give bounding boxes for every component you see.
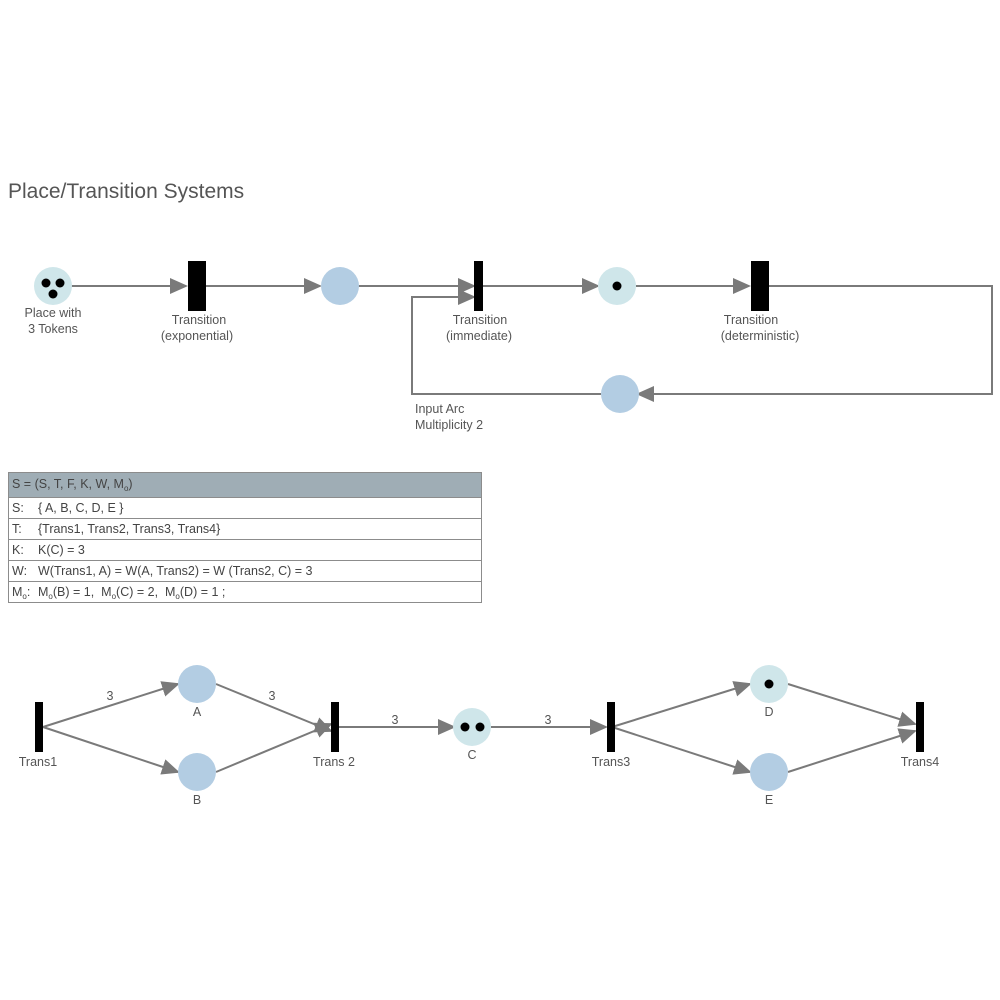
marking-part-b: Mo(B) = 1, <box>38 585 102 601</box>
exponential-label-line2: (exponential) <box>161 329 233 343</box>
definition-row-w: W: W(Trans1, A) = W(A, Trans2) = W (Trans… <box>9 560 481 581</box>
token <box>764 679 774 689</box>
label-place-e: E <box>765 793 773 807</box>
page-title: Place/Transition Systems <box>8 180 245 203</box>
input-arc-label-line1: Input Arc <box>415 402 464 416</box>
legend-net <box>71 278 993 402</box>
row-key: T: <box>12 522 22 536</box>
label-place-d: D <box>764 705 773 719</box>
arc-trans1-to-b <box>42 726 180 775</box>
token <box>475 722 485 732</box>
transition-deterministic <box>751 261 769 311</box>
legend-labels: Place with 3 Tokens Transition (exponent… <box>25 306 800 432</box>
arc-trans3-to-d <box>611 681 752 728</box>
label-trans3: Trans3 <box>592 755 630 769</box>
immediate-label-line1: Transition <box>453 313 507 327</box>
definition-row-k: K: K(C) = 3 <box>9 539 481 560</box>
example-net-arcs <box>42 681 917 775</box>
example-net-nodes <box>35 665 924 791</box>
definition-row-marking: Mo: Mo(B) = 1, Mo(C) = 2, Mo(D) = 1 ; <box>9 581 481 602</box>
arc-weight-a-trans2: 3 <box>269 689 276 703</box>
token <box>48 289 58 299</box>
input-arc-label-line2: Multiplicity 2 <box>415 418 483 432</box>
place-a <box>178 665 216 703</box>
transition-trans3 <box>607 702 615 752</box>
marking-part-c: Mo(C) = 2, <box>101 585 165 601</box>
row-key: S: <box>12 501 24 515</box>
immediate-label-line2: (immediate) <box>446 329 512 343</box>
arc-trans1-to-a <box>42 681 180 728</box>
token <box>460 722 470 732</box>
arc-weight-c-trans3: 3 <box>545 713 552 727</box>
example-net-labels: 3 3 3 3 Trans1 Trans 2 Trans3 Trans4 A B… <box>19 689 939 807</box>
label-trans4: Trans4 <box>901 755 939 769</box>
row-value: W(Trans1, A) = W(A, Trans2) = W (Trans2,… <box>38 564 313 578</box>
place-tokens-label-line2: 3 Tokens <box>28 322 78 336</box>
arc-weight-trans1-a: 3 <box>107 689 114 703</box>
arc-trans3-to-e <box>611 726 752 775</box>
transition-exponential <box>188 261 206 311</box>
exponential-label-line1: Transition <box>172 313 226 327</box>
arc-weight-trans2-c: 3 <box>392 713 399 727</box>
header-text: S = (S, T, F, K, W, M <box>12 477 124 491</box>
arc-a-to-trans2 <box>215 683 333 733</box>
arc-b-to-trans2 <box>215 722 333 773</box>
header-suffix: ) <box>128 477 133 491</box>
place-empty <box>321 267 359 305</box>
place-lower <box>601 375 639 413</box>
transition-trans4 <box>916 702 924 752</box>
label-place-b: B <box>193 793 201 807</box>
definition-row-s: S: { A, B, C, D, E } <box>9 497 481 518</box>
place-e <box>750 753 788 791</box>
arc-d-to-trans4 <box>787 683 917 727</box>
row-value: K(C) = 3 <box>38 543 85 557</box>
token <box>55 278 65 288</box>
label-trans2: Trans 2 <box>313 755 355 769</box>
transition-trans1 <box>35 702 43 752</box>
definition-row-t: T: {Trans1, Trans2, Trans3, Trans4} <box>9 518 481 539</box>
header-sub: o <box>123 484 129 493</box>
legend-nodes <box>34 261 769 413</box>
place-with-3-tokens <box>34 267 72 305</box>
definition-header: S = (S, T, F, K, W, Mo) <box>9 473 481 497</box>
label-place-c: C <box>467 748 476 762</box>
row-key: K: <box>12 543 24 557</box>
marking-key: Mo: <box>12 585 31 601</box>
arc-e-to-trans4 <box>787 728 917 773</box>
marking-part-d: Mo(D) = 1 ; <box>165 585 226 601</box>
transition-trans2 <box>331 702 339 752</box>
row-value: { A, B, C, D, E } <box>38 501 124 515</box>
input-arc-multiplicity-2 <box>411 289 601 395</box>
place-tokens-label-line1: Place with <box>25 306 82 320</box>
deterministic-label-line1: Transition <box>724 313 778 327</box>
arc-deterministic-to-lower-place <box>636 285 993 402</box>
transition-immediate <box>474 261 483 311</box>
row-key: W: <box>12 564 28 578</box>
token <box>612 281 622 291</box>
label-place-a: A <box>193 705 202 719</box>
definition-table: S = (S, T, F, K, W, Mo) S: { A, B, C, D, … <box>8 472 482 603</box>
place-c <box>453 708 491 746</box>
label-trans1: Trans1 <box>19 755 57 769</box>
deterministic-label-line2: (deterministic) <box>721 329 800 343</box>
row-value: {Trans1, Trans2, Trans3, Trans4} <box>38 522 221 536</box>
token <box>41 278 51 288</box>
place-b <box>178 753 216 791</box>
